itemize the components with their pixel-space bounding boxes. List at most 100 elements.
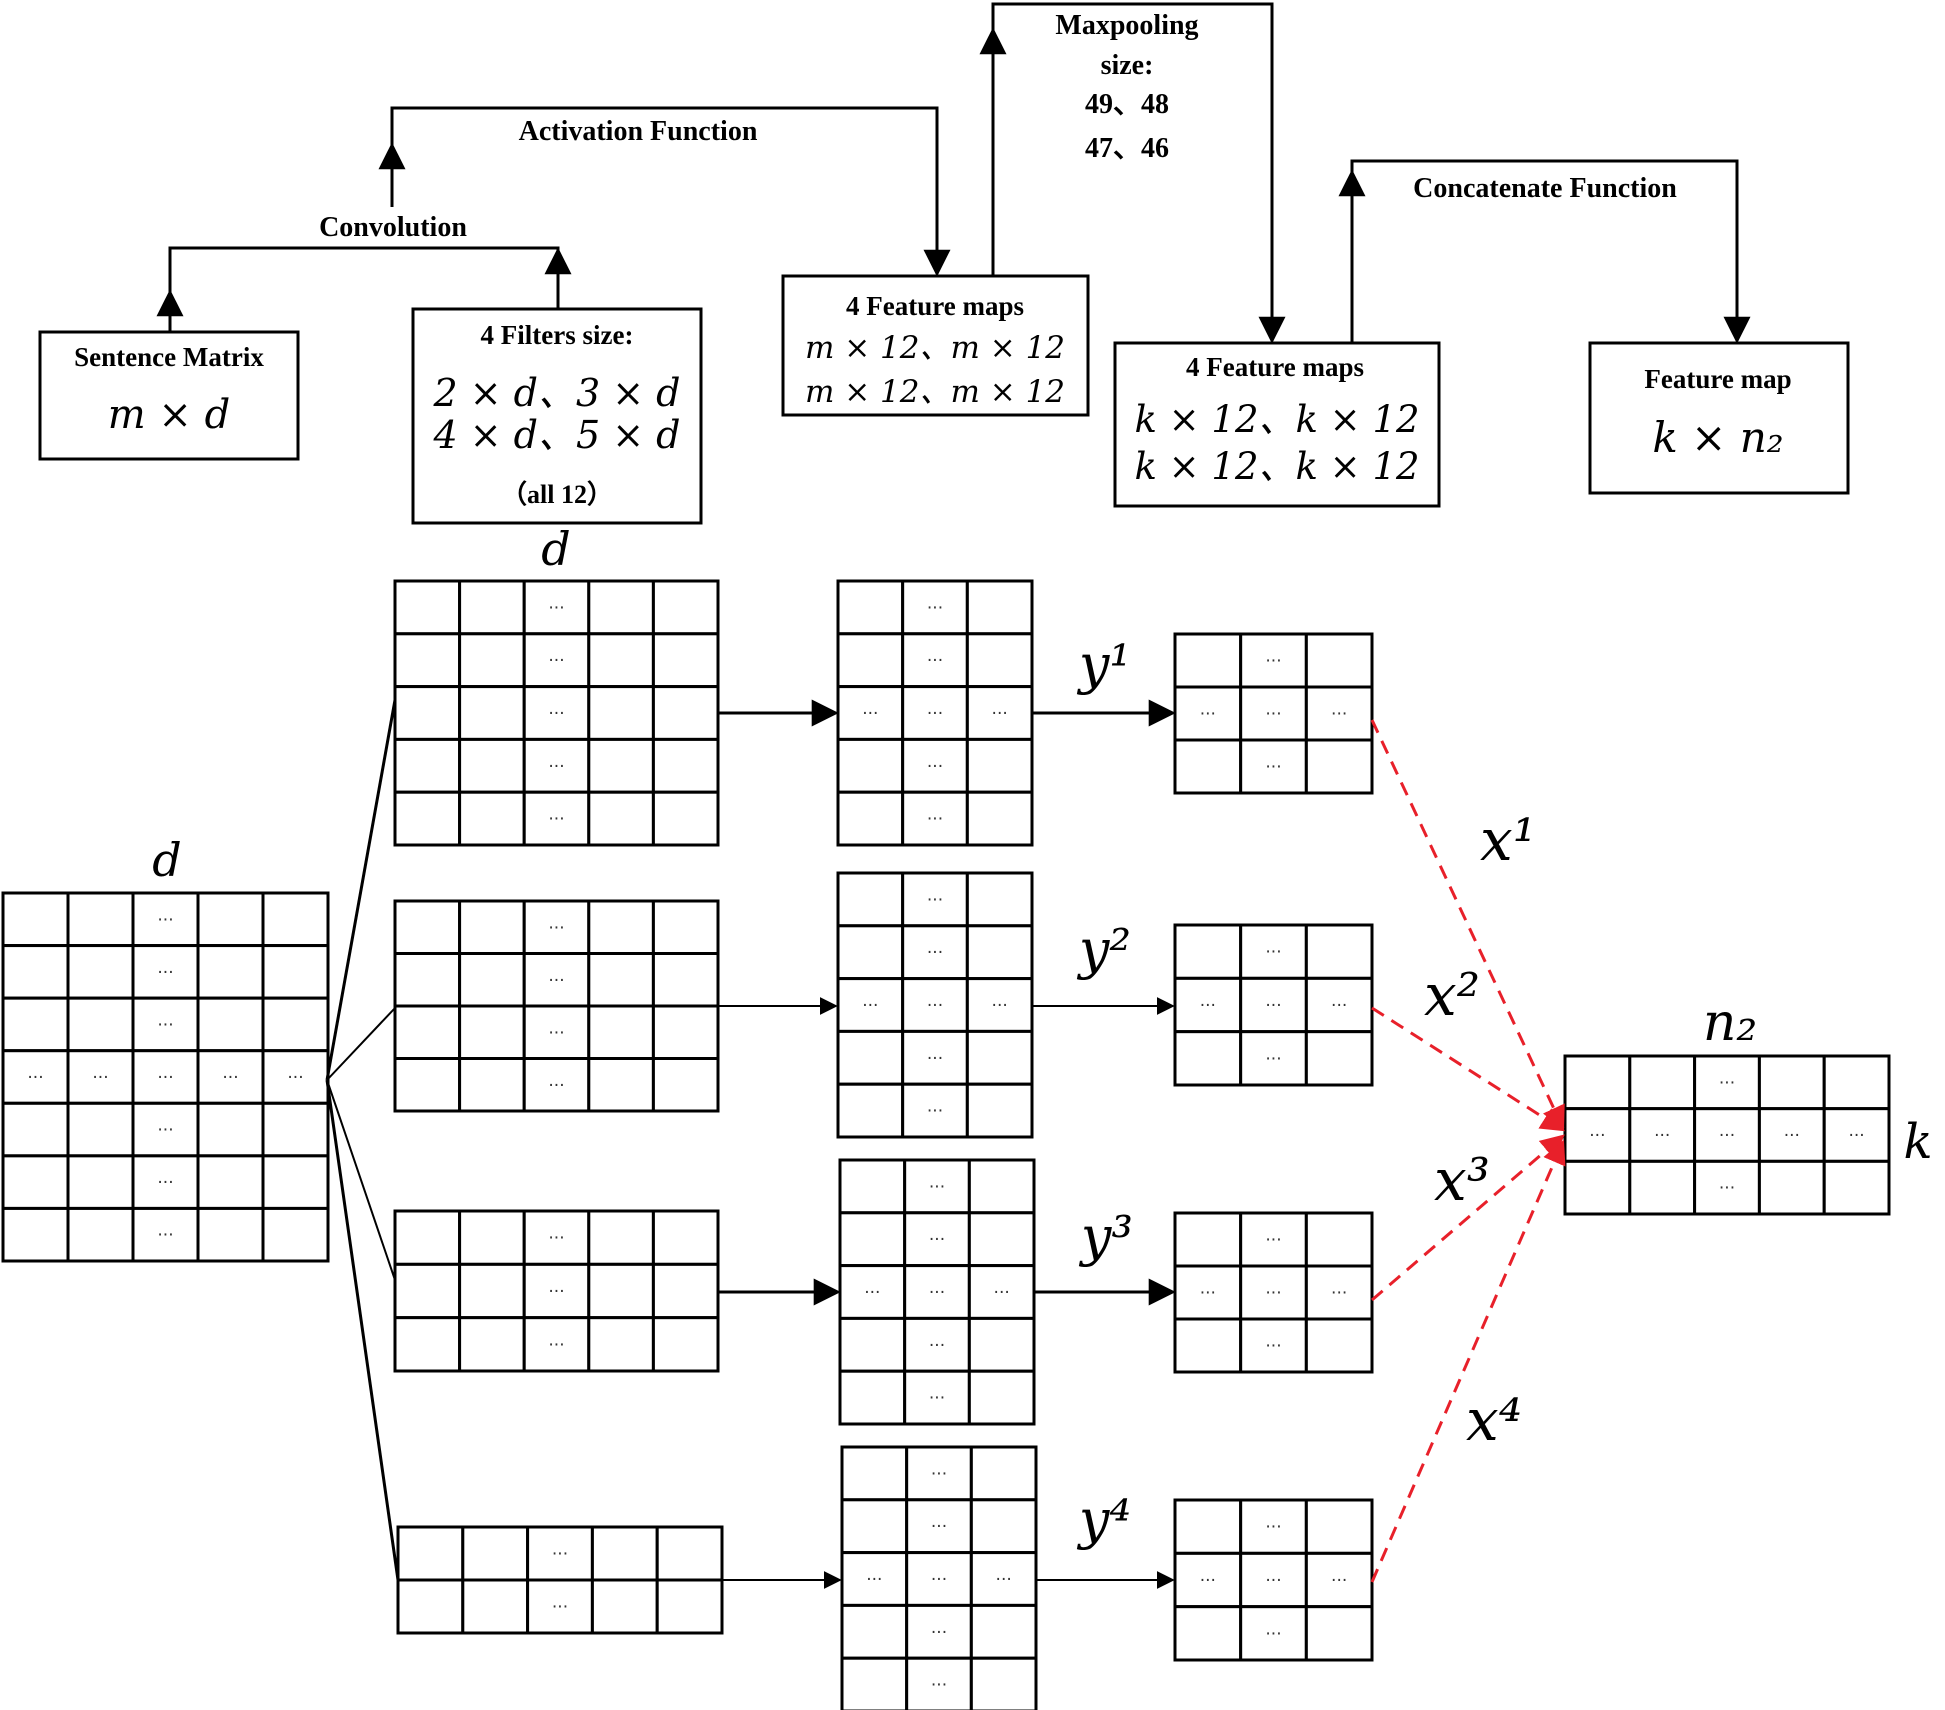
ellipsis-dots: ···: [992, 704, 1008, 724]
grid-cell: [1173, 1264, 1243, 1321]
ellipsis-dots: ···: [927, 890, 943, 910]
grid-cell: [522, 1262, 591, 1320]
x4-label: x⁴: [1466, 1386, 1522, 1454]
grid-cell: [1563, 1054, 1632, 1111]
ellipsis-dots: ···: [931, 1623, 947, 1643]
y1-label: y¹: [1077, 633, 1131, 696]
grid-cell: [458, 685, 526, 741]
ellipsis-dots: ···: [92, 1068, 108, 1088]
ellipsis-dots: ···: [862, 704, 878, 724]
sentence-matrix-title: Sentence Matrix: [74, 342, 264, 372]
grid-cell: [836, 790, 905, 847]
grid-cell: [1757, 1159, 1826, 1216]
ellipsis-dots: ···: [1719, 1179, 1735, 1199]
ellipsis-dots: ···: [548, 1335, 564, 1355]
grid-cell: [836, 1029, 905, 1086]
ellipsis-dots: ···: [994, 1283, 1010, 1303]
grid-cell: [393, 952, 462, 1008]
grid-cell: [393, 1209, 462, 1266]
flow-labels: Convolution Activation Function Maxpooli…: [319, 10, 1677, 243]
ellipsis-dots: ···: [927, 651, 943, 671]
box-texts: Sentence Matrix m × d 4 Filters size: 2 …: [74, 291, 1791, 509]
y2-label: y²: [1077, 918, 1131, 981]
grid-cell: [1173, 1211, 1243, 1268]
feature-maps-k-row1: k × 12、k × 12: [1134, 398, 1419, 441]
grid-cell: [196, 944, 265, 1000]
grid-cell: [458, 1004, 526, 1060]
ellipsis-dots: ···: [866, 1570, 882, 1590]
input-matrix: ·································: [1, 891, 330, 1263]
feature-maps-m-title: 4 Feature maps: [846, 291, 1024, 321]
grid-cell: [838, 1316, 907, 1373]
grid-cell: [655, 1525, 724, 1582]
grid-cell: [131, 1154, 200, 1210]
grid-cell: [458, 952, 526, 1008]
ellipsis-dots: ···: [1331, 996, 1347, 1016]
ellipsis-dots: ···: [157, 1121, 173, 1141]
ellipsis-dots: ···: [1200, 1571, 1216, 1591]
grid-cell: [1173, 738, 1243, 795]
ellipsis-dots: ···: [1331, 705, 1347, 725]
ellipsis-dots: ···: [931, 1570, 947, 1590]
grid-cell: [969, 1498, 1038, 1555]
grid-cell: [965, 737, 1034, 794]
grid-cell: [1563, 1107, 1632, 1163]
grid-cell: [1563, 1159, 1632, 1216]
grid-cell: [1, 891, 70, 948]
grid-cell: [838, 1211, 907, 1268]
activation-label: Activation Function: [519, 116, 758, 147]
grid-cell: [590, 1578, 659, 1635]
filters-row1: 2 × d、3 × d: [432, 371, 680, 415]
grid-cell: [1304, 976, 1374, 1034]
ellipsis-dots: ···: [927, 757, 943, 777]
grid-cell: [196, 1206, 265, 1263]
grid-cell: [1304, 1498, 1374, 1555]
grid-cell: [651, 579, 720, 636]
grid-cell: [1628, 1159, 1697, 1216]
grid-cell: [1173, 685, 1243, 742]
grid-cell: [1304, 1211, 1374, 1268]
grid-cell: [651, 790, 720, 847]
ellipsis-dots: ···: [927, 704, 943, 724]
feature-map-title: Feature map: [1644, 364, 1791, 394]
ellipsis-dots: ···: [931, 1517, 947, 1537]
maxpooling-sizes-row1: 49、48: [1085, 89, 1169, 120]
ellipsis-dots: ···: [862, 996, 878, 1016]
ellipsis-dots: ···: [157, 1173, 173, 1193]
feature-map-formula: k × n₂: [1652, 413, 1783, 462]
grid-cell: [655, 1578, 724, 1635]
grid-cell: [836, 871, 905, 928]
grid-cell: [903, 1264, 971, 1320]
grid-cell: [965, 1082, 1034, 1139]
ellipsis-dots: ···: [929, 1336, 945, 1356]
filter-d-label: d: [541, 522, 570, 576]
ellipsis-dots: ···: [1265, 1624, 1281, 1644]
grid-cell: [965, 790, 1034, 847]
grid-cell: [901, 977, 969, 1033]
grid-cell: [587, 1262, 655, 1320]
grid-cell: [1, 1154, 70, 1210]
conv-map-3: ·····················: [838, 1158, 1036, 1426]
grid-cell: [1693, 1159, 1761, 1216]
ellipsis-dots: ···: [1200, 1284, 1216, 1304]
ellipsis-dots: ···: [929, 1283, 945, 1303]
grid-cell: [965, 1029, 1034, 1086]
grid-cell: [1, 996, 70, 1053]
x1-label: x¹: [1480, 806, 1536, 874]
grid-cell: [196, 1101, 265, 1158]
feature-map-box: [1588, 341, 1850, 495]
grid-cell: [1173, 1551, 1243, 1609]
ellipsis-dots: ···: [929, 1177, 945, 1197]
grid-cell: [836, 737, 905, 794]
grid-cell: [1239, 738, 1308, 795]
filters-title: 4 Filters size:: [481, 320, 634, 350]
grid-cell: [131, 1206, 200, 1263]
grid-cell: [261, 891, 330, 948]
grid-cell: [393, 737, 462, 794]
ellipsis-dots: ···: [1265, 996, 1281, 1016]
ellipsis-dots: ···: [927, 810, 943, 830]
grid-cell: [1304, 923, 1374, 980]
ellipsis-dots: ···: [1265, 943, 1281, 963]
ellipsis-dots: ···: [927, 1102, 943, 1122]
ellipsis-dots: ···: [222, 1068, 238, 1088]
